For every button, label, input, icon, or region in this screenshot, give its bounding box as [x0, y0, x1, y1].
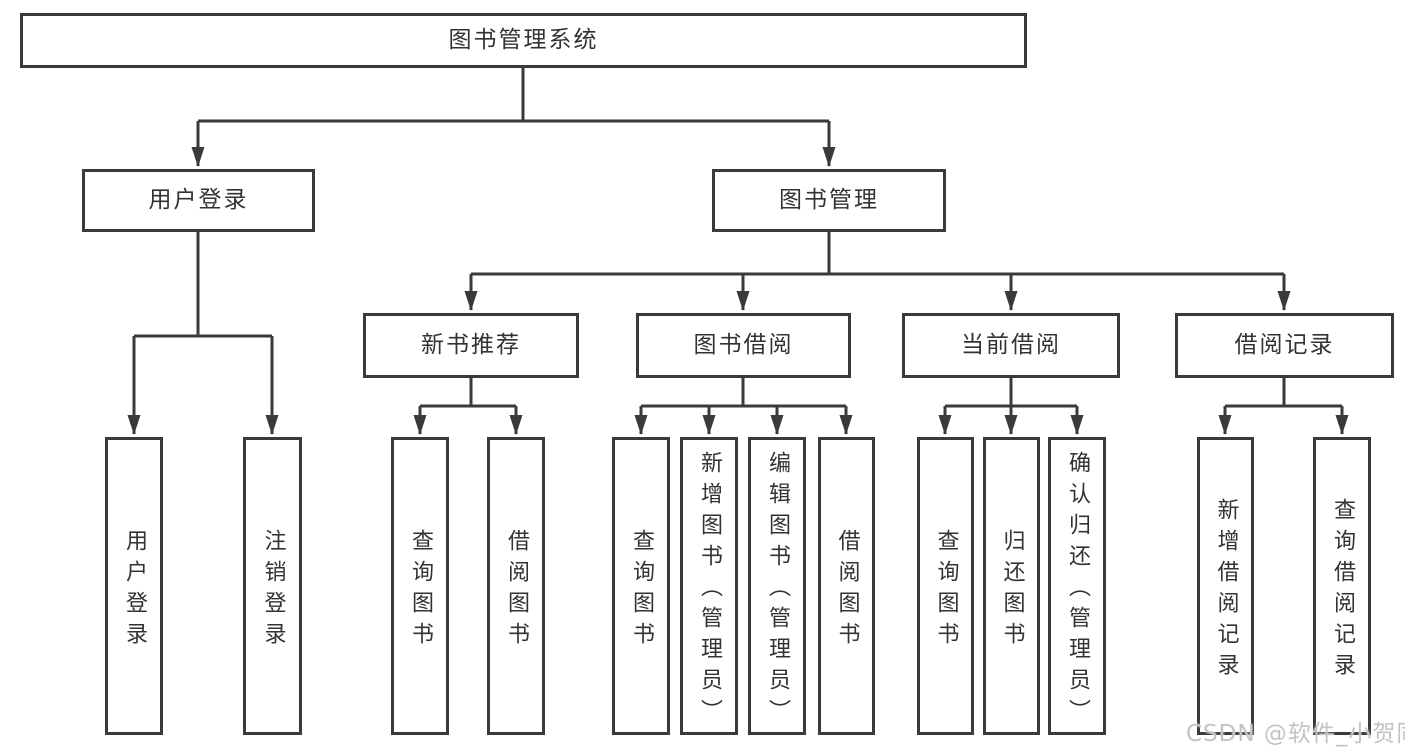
node-label: 查询图书 — [629, 528, 654, 653]
node-book-borrow: 图书借阅 — [636, 313, 851, 378]
node-label: 借阅图书 — [504, 528, 529, 653]
node-label: 图书管理 — [779, 186, 879, 213]
node-label: 借阅记录 — [1234, 331, 1335, 358]
node-label: 归还图书 — [999, 528, 1025, 653]
node-label: 确认归还（管理员） — [1065, 451, 1090, 730]
node-label: 查询图书 — [933, 528, 959, 653]
connector-book-borrow-branch — [641, 378, 846, 408]
node-label: 编辑图书（管理员） — [765, 451, 790, 730]
connector-current-borrow-branch — [945, 378, 1077, 408]
node-label: 用户登录 — [122, 528, 147, 653]
leaf-query-books-borrow: 查询图书 — [612, 437, 670, 735]
node-new-book-recommend: 新书推荐 — [363, 313, 579, 378]
leaf-confirm-return-admin: 确认归还（管理员） — [1048, 437, 1106, 735]
node-label: 当前借阅 — [961, 331, 1061, 358]
leaf-add-books-admin: 新增图书（管理员） — [680, 437, 738, 735]
leaf-add-borrow-record: 新增借阅记录 — [1197, 437, 1254, 735]
leaf-query-books-current: 查询图书 — [917, 437, 974, 735]
leaf-query-books-recommend: 查询图书 — [391, 437, 449, 735]
leaf-edit-books-admin: 编辑图书（管理员） — [748, 437, 806, 735]
connector-borrow-records-branch — [1225, 378, 1342, 408]
node-label: 查询借阅记录 — [1330, 497, 1355, 684]
node-current-borrow: 当前借阅 — [902, 313, 1120, 378]
node-label: 借阅图书 — [834, 528, 860, 653]
leaf-borrow-books-recommend: 借阅图书 — [487, 437, 545, 735]
csdn-watermark: CSDN @软件_小贺同学 — [1186, 721, 1405, 747]
node-label: 图书借阅 — [693, 331, 794, 358]
connector-user-login-branch — [134, 232, 272, 338]
node-label: 注销登录 — [260, 528, 286, 653]
leaf-logout: 注销登录 — [243, 437, 302, 735]
node-borrow-records: 借阅记录 — [1175, 313, 1394, 378]
node-label: 新书推荐 — [421, 331, 521, 358]
node-label: 新增借阅记录 — [1213, 497, 1239, 684]
connector-book-management-branch — [471, 232, 1284, 276]
node-library-management-system: 图书管理系统 — [20, 13, 1027, 68]
leaf-return-books: 归还图书 — [983, 437, 1040, 735]
node-label: 查询图书 — [408, 528, 433, 653]
connector-root — [198, 68, 829, 123]
connector-new-book-branch — [420, 378, 516, 408]
leaf-borrow-books: 借阅图书 — [818, 437, 875, 735]
node-book-management: 图书管理 — [712, 169, 946, 232]
leaf-user-login: 用户登录 — [105, 437, 163, 735]
node-label: 新增图书（管理员） — [697, 451, 722, 730]
node-user-login: 用户登录 — [82, 169, 315, 232]
leaf-query-borrow-record: 查询借阅记录 — [1313, 437, 1371, 735]
node-label: 用户登录 — [148, 186, 249, 213]
node-label: 图书管理系统 — [448, 26, 599, 53]
